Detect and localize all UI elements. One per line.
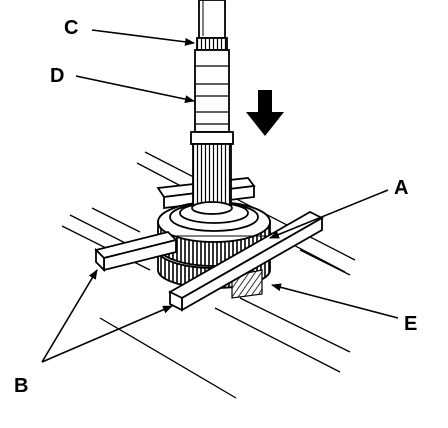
support-block-right xyxy=(168,210,324,312)
callout-c: C xyxy=(64,17,78,39)
callout-e: E xyxy=(404,313,417,335)
callout-d: D xyxy=(50,65,64,87)
callout-b: B xyxy=(14,375,28,397)
support-block-left xyxy=(94,231,178,273)
press-direction-arrow xyxy=(246,90,284,136)
shaft xyxy=(190,0,234,215)
leader-lines xyxy=(41,29,399,363)
callout-a: A xyxy=(394,177,408,199)
